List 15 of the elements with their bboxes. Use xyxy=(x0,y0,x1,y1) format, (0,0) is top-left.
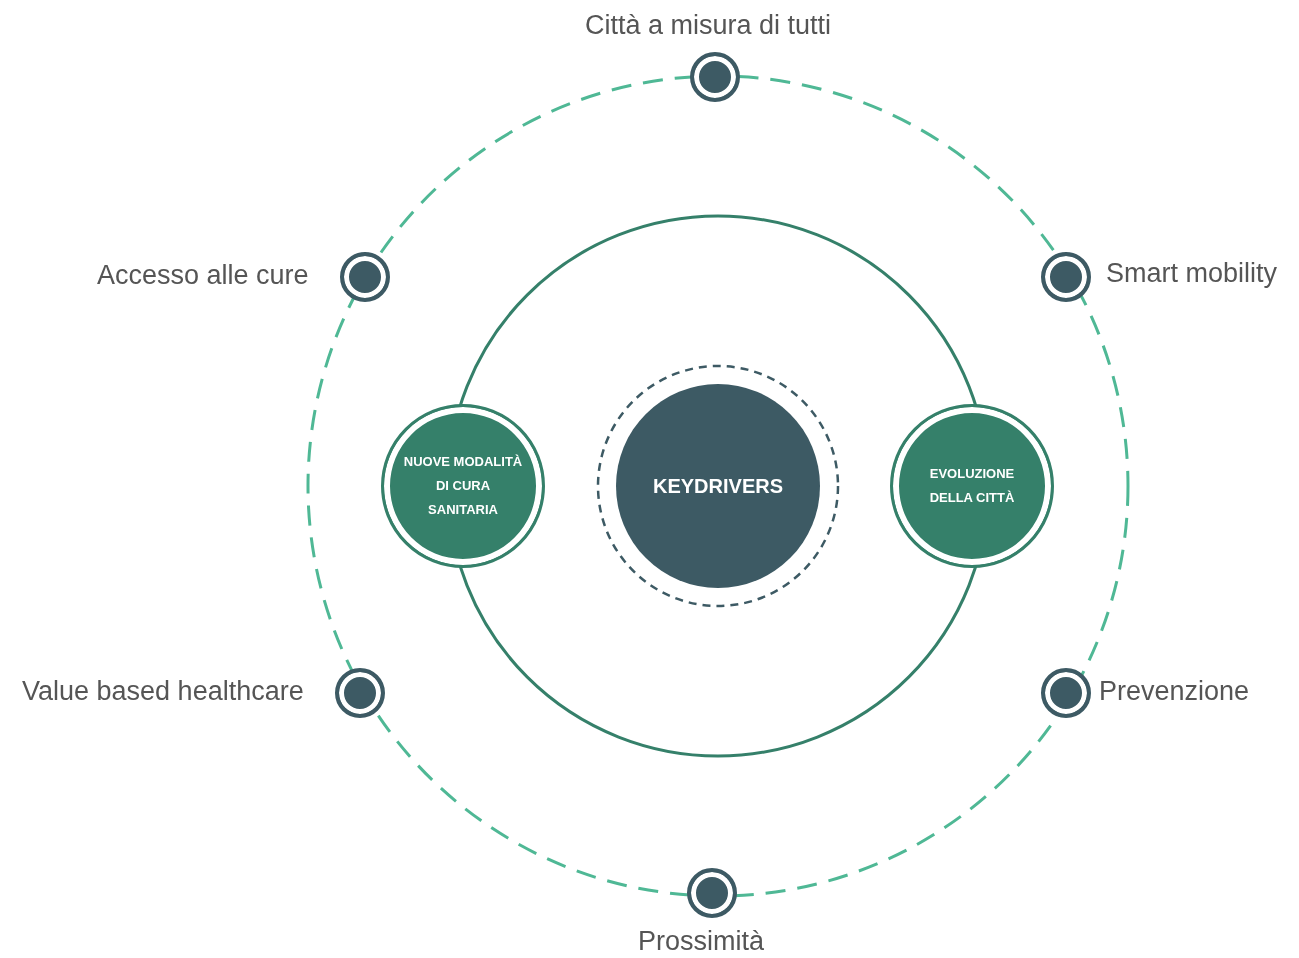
marker-dot xyxy=(1041,252,1091,302)
dot-label: Accesso alle cure xyxy=(97,260,309,291)
dot-label: Città a misura di tutti xyxy=(585,10,832,41)
driver-circle: EVOLUZIONE DELLA CITTÀ xyxy=(890,404,1054,568)
marker-dot xyxy=(335,668,385,718)
dot-label: Prevenzione xyxy=(1099,676,1250,707)
dot-label: Smart mobility xyxy=(1106,258,1278,289)
dot-label: Prossimità xyxy=(638,926,765,957)
marker-dot xyxy=(687,868,737,918)
driver-circle: NUOVE MODALITÀ DI CURA SANITARIA xyxy=(381,404,545,568)
dot-label: Value based healthcare xyxy=(22,676,304,707)
center-circle: KEYDRIVERS xyxy=(616,384,820,588)
marker-dot xyxy=(340,252,390,302)
marker-dot xyxy=(1041,668,1091,718)
marker-dot xyxy=(690,52,740,102)
